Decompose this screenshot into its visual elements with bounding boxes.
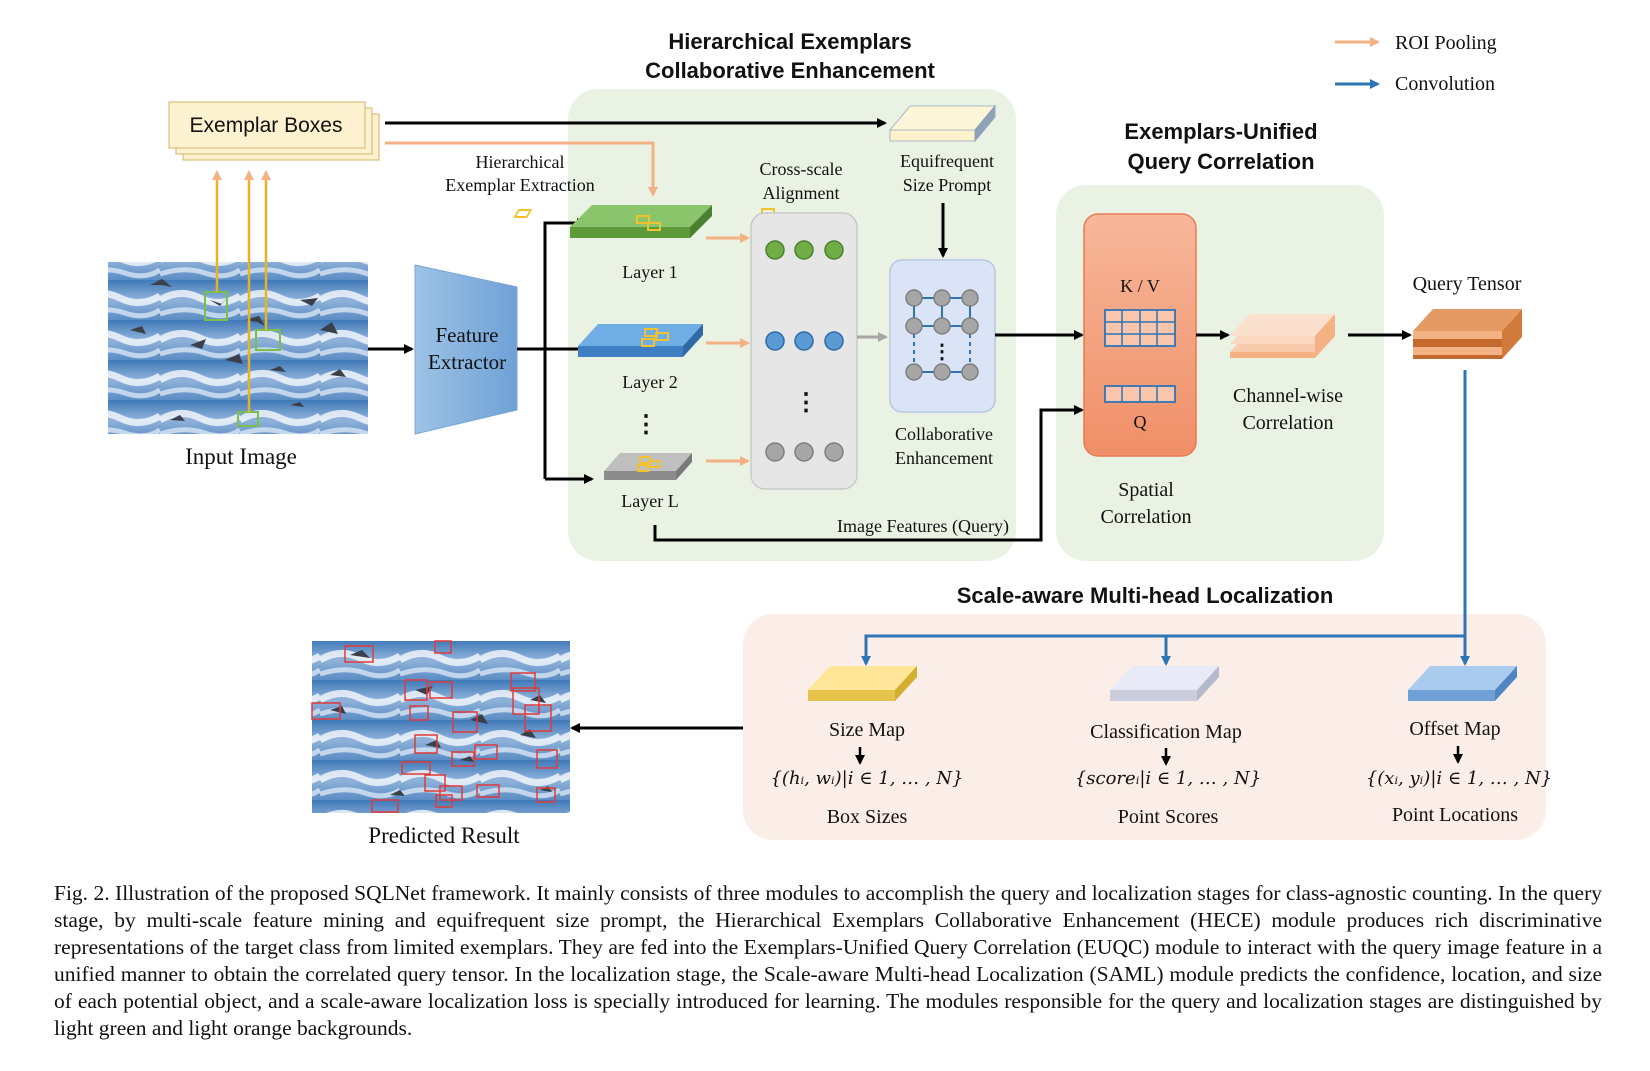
- collaborative-enhancement: ⋮ Collaborative Enhancement: [889, 259, 996, 468]
- layer-1-label: Layer 1: [622, 262, 677, 282]
- svg-text:⋮: ⋮: [932, 341, 952, 363]
- layer-2: Layer 2: [578, 324, 703, 392]
- collab-label-2: Enhancement: [895, 448, 993, 468]
- query-tensor: Query Tensor: [1413, 273, 1522, 359]
- class-map-label: Classification Map: [1090, 721, 1242, 743]
- saml-title: Scale-aware Multi-head Localization: [957, 583, 1334, 608]
- offset-map-label: Offset Map: [1409, 718, 1500, 740]
- query-tensor-label: Query Tensor: [1413, 273, 1522, 295]
- exemplar-box-2: [255, 329, 281, 351]
- hece-title-line1: Hierarchical Exemplars: [668, 29, 911, 54]
- exemplar-lines: [212, 170, 271, 412]
- spatial-label-1: Spatial: [1118, 479, 1174, 501]
- channel-wise-correlation: Channel-wise Correlation: [1230, 314, 1343, 434]
- channel-label-2: Correlation: [1242, 412, 1333, 434]
- legend: ROI Pooling Convolution: [1335, 32, 1497, 95]
- equifrequent-size-prompt: Equifrequent Size Prompt: [888, 104, 997, 195]
- diagram-canvas: Hierarchical Exemplars Collaborative Enh…: [108, 29, 1552, 848]
- size-map-label: Size Map: [829, 719, 905, 741]
- cross-scale-label-2: Alignment: [763, 183, 840, 203]
- spatial-label-2: Correlation: [1100, 506, 1191, 528]
- feature-extractor: Feature Extractor: [414, 264, 518, 435]
- cross-scale-label-1: Cross-scale: [760, 159, 843, 179]
- arrow-image-features-query: [653, 405, 1084, 542]
- point-scores-label: Point Scores: [1118, 806, 1219, 828]
- kv-label: K / V: [1120, 276, 1160, 296]
- localization-stage-panel: [743, 614, 1546, 840]
- legend-roi-pooling-label: ROI Pooling: [1395, 32, 1497, 54]
- svg-text:⋮: ⋮: [794, 390, 818, 416]
- input-image: Input Image: [108, 262, 368, 469]
- predicted-result-label: Predicted Result: [368, 823, 520, 848]
- q-label: Q: [1134, 412, 1147, 432]
- classification-map: Classification Map {scoreᵢ|i ∈ 1, … , N}…: [1075, 666, 1261, 828]
- input-image-label: Input Image: [185, 444, 297, 469]
- layers-ellipsis: ⋮: [634, 412, 658, 438]
- box-sizes-label: Box Sizes: [827, 806, 908, 828]
- layer-2-label: Layer 2: [622, 372, 677, 392]
- hier-extraction-label-1: Hierarchical: [476, 152, 565, 172]
- feature-extractor-label-1: Feature: [436, 323, 499, 347]
- hece-title-line2: Collaborative Enhancement: [645, 58, 935, 83]
- offset-formula: {(xᵢ, yᵢ)|i ∈ 1, … , N}: [1366, 768, 1552, 789]
- equifrequent-label-1: Equifrequent: [900, 151, 994, 171]
- equifrequent-label-2: Size Prompt: [903, 175, 992, 195]
- score-formula: {scoreᵢ|i ∈ 1, … , N}: [1075, 768, 1261, 789]
- cross-scale-alignment: Cross-scale Alignment ⋮: [750, 159, 858, 490]
- hier-extraction-label-2: Exemplar Extraction: [445, 175, 594, 195]
- figure-caption: Fig. 2. Illustration of the proposed SQL…: [54, 881, 1602, 1040]
- predicted-result: Predicted Result: [311, 640, 570, 848]
- legend-convolution-label: Convolution: [1395, 73, 1495, 95]
- point-locations-label: Point Locations: [1392, 804, 1518, 826]
- collab-label-1: Collaborative: [895, 424, 993, 444]
- image-features-label: Image Features (Query): [837, 516, 1009, 537]
- layer-L: Layer L: [604, 453, 692, 511]
- detection-boxes: [311, 640, 558, 813]
- feature-extractor-label-2: Extractor: [428, 350, 506, 374]
- offset-map: Offset Map {(xᵢ, yᵢ)|i ∈ 1, … , N} Point…: [1366, 666, 1552, 826]
- layer-1: Layer 1: [513, 205, 775, 282]
- size-map: Size Map {(hᵢ, wᵢ)|i ∈ 1, … , N} Box Siz…: [770, 666, 964, 828]
- exemplar-boxes-label: Exemplar Boxes: [190, 114, 343, 137]
- bird-shapes: [130, 279, 346, 421]
- euqc-title-line1: Exemplars-Unified: [1124, 119, 1317, 144]
- euqc-title-line2: Query Correlation: [1127, 149, 1314, 174]
- layer-L-label: Layer L: [621, 491, 678, 511]
- spatial-correlation: K / V Q Spatial Correlation: [1083, 213, 1197, 528]
- size-formula: {(hᵢ, wᵢ)|i ∈ 1, … , N}: [770, 768, 963, 789]
- arrow-hier-extraction: [385, 141, 658, 197]
- channel-label-1: Channel-wise: [1233, 385, 1343, 407]
- exemplar-boxes: Exemplar Boxes: [168, 101, 380, 161]
- convolution-arrows: [861, 370, 1470, 666]
- layer-roi-arrows: [706, 233, 750, 466]
